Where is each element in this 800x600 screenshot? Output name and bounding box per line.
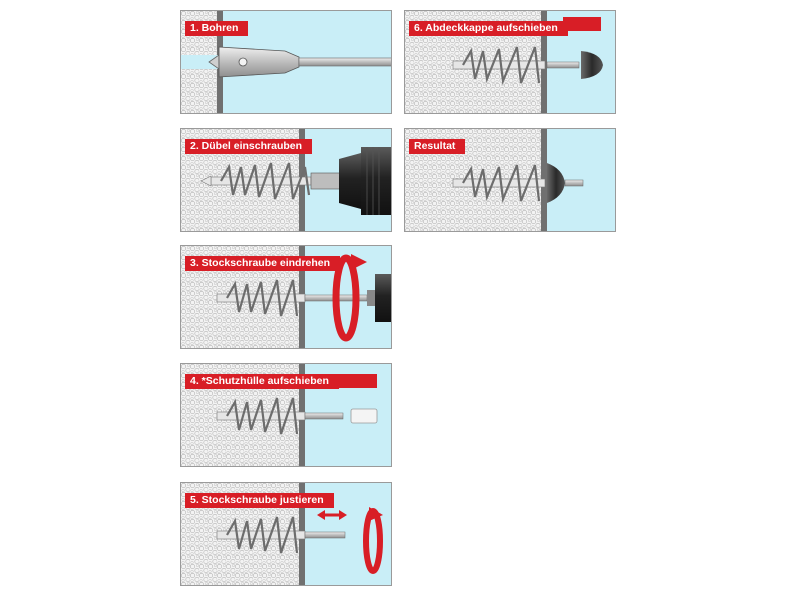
step-5-panel: 5. Stockschraube justieren [180, 482, 392, 586]
spade-drill-bit-icon [208, 46, 391, 78]
step-2-label: 2. Dübel einschrauben [185, 139, 313, 154]
protective-sleeve-icon [350, 408, 378, 424]
drill-chuck-icon [367, 274, 391, 322]
stud-screw-icon [546, 61, 580, 69]
step-4-panel: 4. *Schutzhülle aufschieben [180, 363, 392, 467]
cover-cap-icon [581, 51, 603, 79]
stud-screw-icon [564, 179, 584, 187]
step-1-panel: 1. Bohren [180, 10, 392, 114]
step-3-label: 3. Stockschraube eindrehen [185, 256, 341, 271]
step-3-panel: 3. Stockschraube eindrehen [180, 245, 392, 349]
push-arrow-icon [331, 374, 377, 388]
double-arrow-icon [317, 510, 347, 520]
rotation-arrow-icon [363, 507, 383, 574]
cover-cap-icon [547, 163, 565, 203]
result-panel: Resultat [404, 128, 616, 232]
stud-screw-icon [304, 531, 346, 539]
step-2-panel: 2. Dübel einschrauben [180, 128, 392, 232]
step-1-label: 1. Bohren [185, 21, 249, 36]
insulation-dowel-icon [452, 164, 546, 204]
step-5-label: 5. Stockschraube justieren [185, 493, 334, 508]
push-arrow-icon [563, 17, 601, 31]
result-label: Resultat [409, 139, 466, 154]
step-6-panel: 6. Abdeckkappe aufschieben [404, 10, 616, 114]
step-4-label: 4. *Schutzhülle aufschieben [185, 374, 339, 389]
insulation-dowel-icon [452, 46, 546, 86]
rotation-arrow-icon [332, 254, 367, 342]
drill-chuck-icon [339, 147, 391, 215]
step-6-label: 6. Abdeckkappe aufschieben [409, 21, 568, 36]
stud-screw-icon [304, 412, 344, 420]
